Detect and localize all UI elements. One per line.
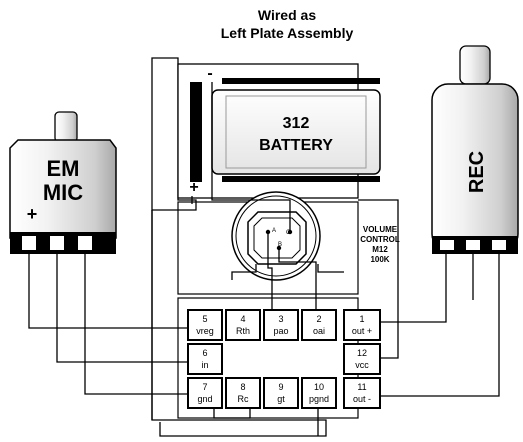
svg-text:3: 3	[278, 314, 283, 324]
pad-2: 2 oai	[301, 309, 337, 341]
svg-text:12: 12	[357, 348, 367, 358]
svg-text:Rc: Rc	[238, 394, 249, 404]
receiver	[431, 45, 519, 254]
battery-label: BATTERY	[259, 137, 333, 154]
svg-text:pao: pao	[273, 326, 288, 336]
svg-text:vreg: vreg	[196, 326, 214, 336]
pot-pin-a: A	[272, 228, 276, 234]
pad-3: 3 pao	[263, 309, 299, 341]
pad-4: 4 Rth	[225, 309, 261, 341]
svg-text:6: 6	[202, 348, 207, 358]
volume-label-4: 100K	[370, 255, 389, 264]
pad-5: 5 vreg	[187, 309, 223, 341]
svg-text:4: 4	[240, 314, 245, 324]
mic-label-2: MIC	[43, 180, 83, 205]
svg-text:10: 10	[314, 382, 324, 392]
svg-text:oai: oai	[313, 326, 325, 336]
mic-label-1: EM	[47, 156, 80, 181]
svg-text:7: 7	[202, 382, 207, 392]
title-line1: Wired as	[258, 7, 316, 23]
battery-compartment	[177, 63, 381, 199]
pad-9: 9 gt	[263, 377, 299, 409]
volume-label-1: VOLUME	[363, 225, 398, 234]
em-mic	[9, 111, 117, 254]
battery-number: 312	[283, 115, 310, 132]
wires	[28, 82, 500, 436]
volume-label-2: CONTROL	[360, 235, 400, 244]
battery-minus-sign: -	[207, 65, 212, 82]
volume-label-3: M12	[372, 245, 388, 254]
svg-text:8: 8	[240, 382, 245, 392]
plate-outline	[151, 57, 327, 437]
battery-plus-sign: +	[189, 179, 198, 196]
pad-8: 8 Rc	[225, 377, 261, 409]
svg-text:Rth: Rth	[236, 326, 250, 336]
pad-6: 6 in	[187, 343, 223, 375]
pot-pin-b: B	[278, 242, 282, 248]
svg-text:1: 1	[359, 314, 364, 324]
svg-text:gnd: gnd	[197, 394, 212, 404]
svg-text:out +: out +	[352, 326, 372, 336]
mic-plus-sign: +	[27, 204, 38, 224]
svg-text:9: 9	[278, 382, 283, 392]
svg-text:pgnd: pgnd	[309, 394, 329, 404]
svg-text:vcc: vcc	[355, 360, 369, 370]
svg-text:in: in	[201, 360, 208, 370]
volume-control	[231, 191, 321, 281]
pad-12: 12 vcc	[343, 343, 381, 375]
svg-text:out -: out -	[353, 394, 371, 404]
title-line2: Left Plate Assembly	[221, 25, 354, 41]
svg-text:gt: gt	[277, 394, 285, 404]
svg-text:11: 11	[357, 382, 366, 392]
pad-7: 7 gnd	[187, 377, 223, 409]
pad-10: 10 pgnd	[301, 377, 337, 409]
pad-1: 1 out +	[343, 309, 381, 341]
svg-text:5: 5	[202, 314, 207, 324]
svg-text:2: 2	[316, 314, 321, 324]
receiver-label: REC	[466, 151, 488, 193]
pot-pin-c: C	[286, 230, 291, 236]
pad-11: 11 out -	[343, 377, 381, 409]
